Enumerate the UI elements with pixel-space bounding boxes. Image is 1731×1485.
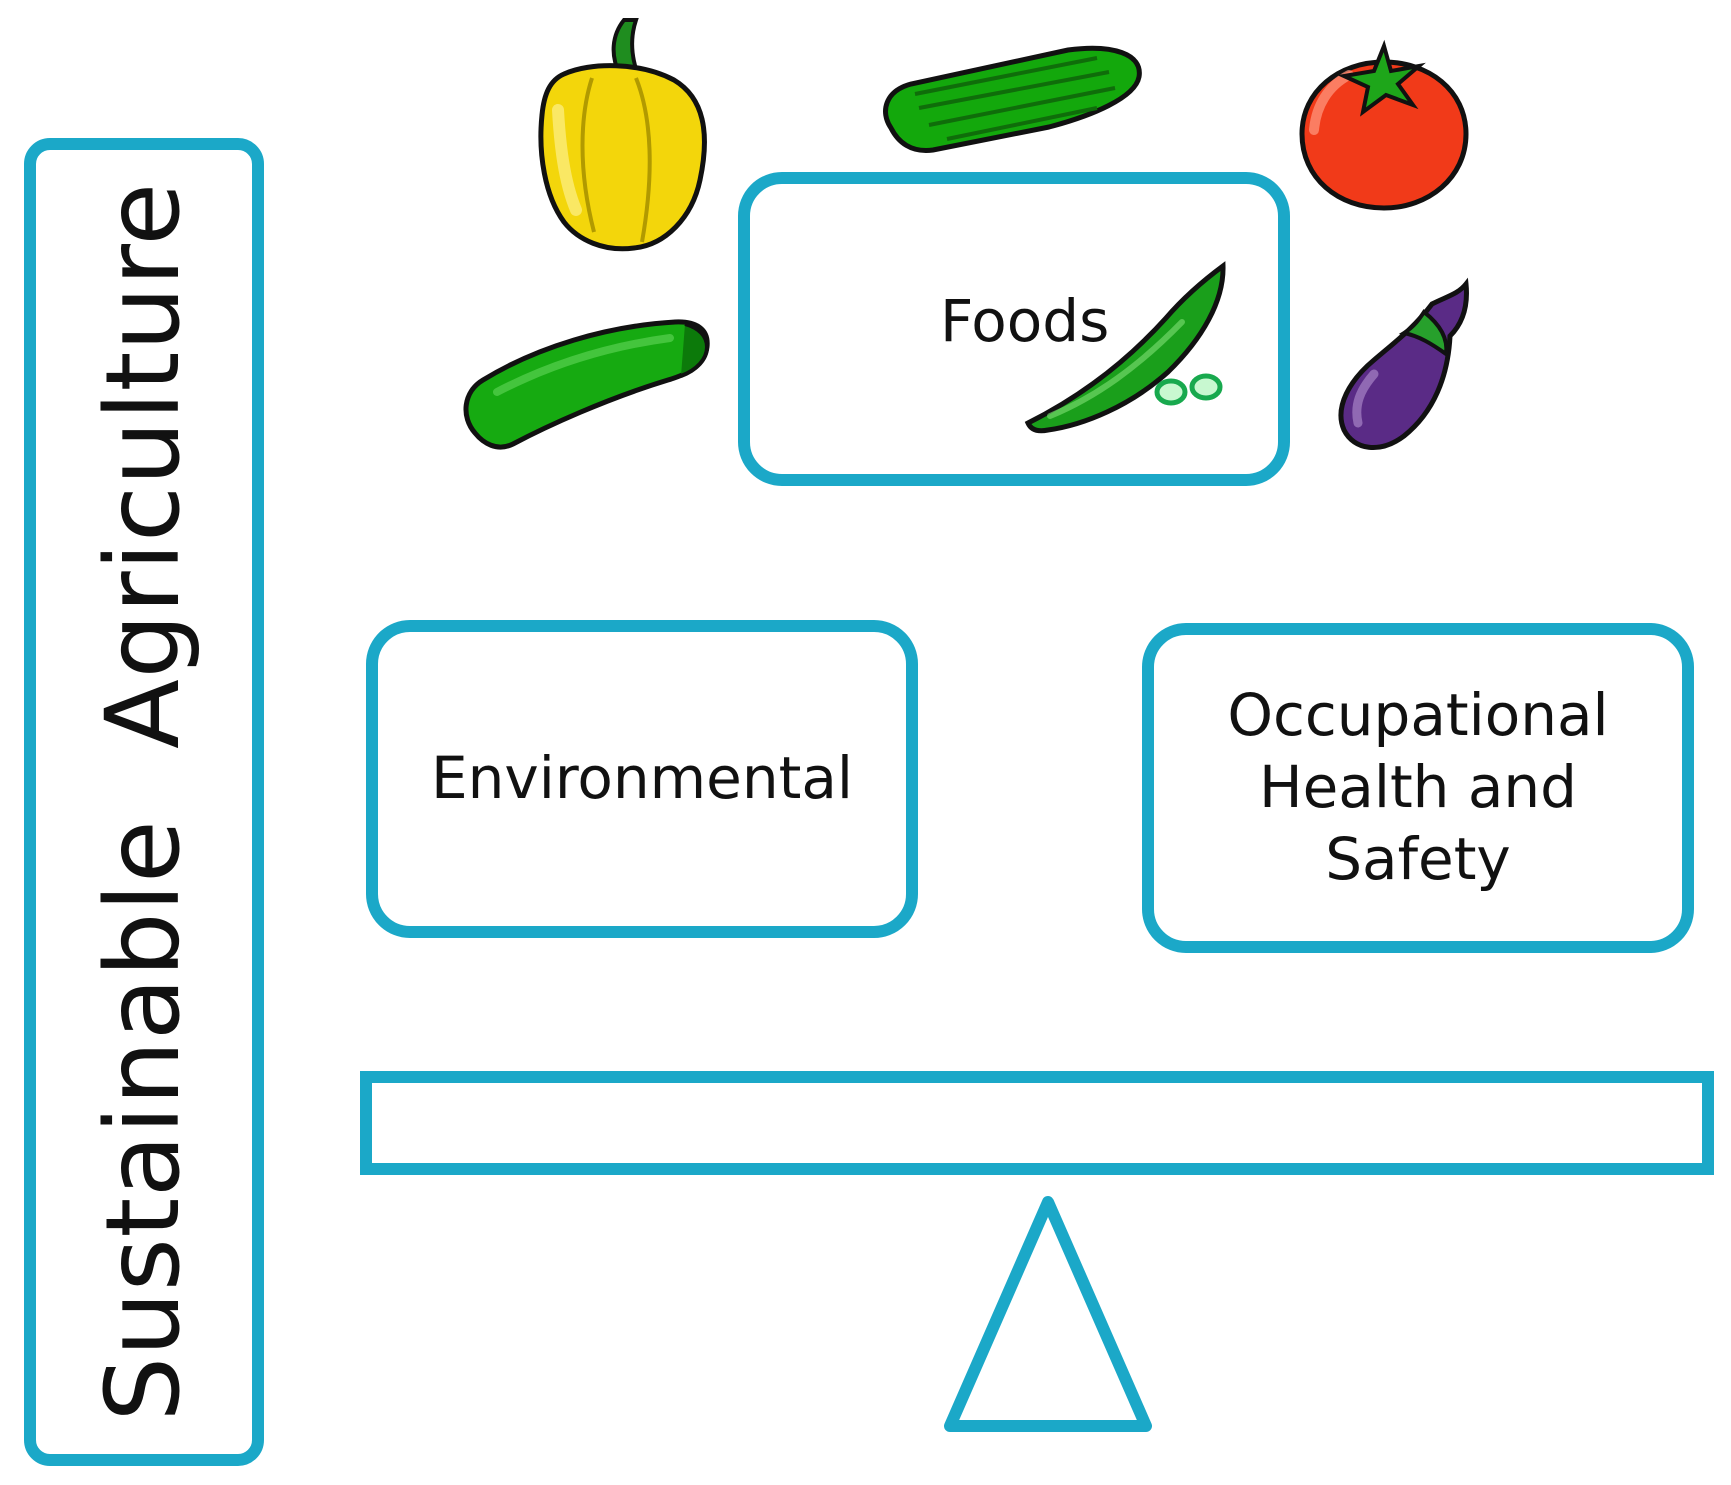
eggplant-icon [1338, 277, 1469, 450]
foods-label: Foods [940, 287, 1110, 355]
cucumber-icon [883, 45, 1142, 153]
balance-fulcrum [944, 1196, 1152, 1432]
balance-beam [360, 1071, 1714, 1175]
environmental-box: Environmental [366, 620, 918, 938]
sustainable-agriculture-panel: Sustainable Agriculture [24, 138, 264, 1466]
occupational-health-safety-label: Occupational Health and Safety [1227, 681, 1609, 893]
green-bean-icon [1024, 261, 1226, 434]
foods-box: Foods [738, 172, 1290, 486]
yellow-pepper-icon [538, 18, 707, 252]
sustainable-agriculture-label: Sustainable Agriculture [84, 182, 203, 1422]
zucchini-icon [463, 319, 710, 450]
tomato-icon [1299, 39, 1469, 211]
environmental-label: Environmental [430, 744, 853, 813]
occupational-health-safety-box: Occupational Health and Safety [1142, 623, 1694, 953]
